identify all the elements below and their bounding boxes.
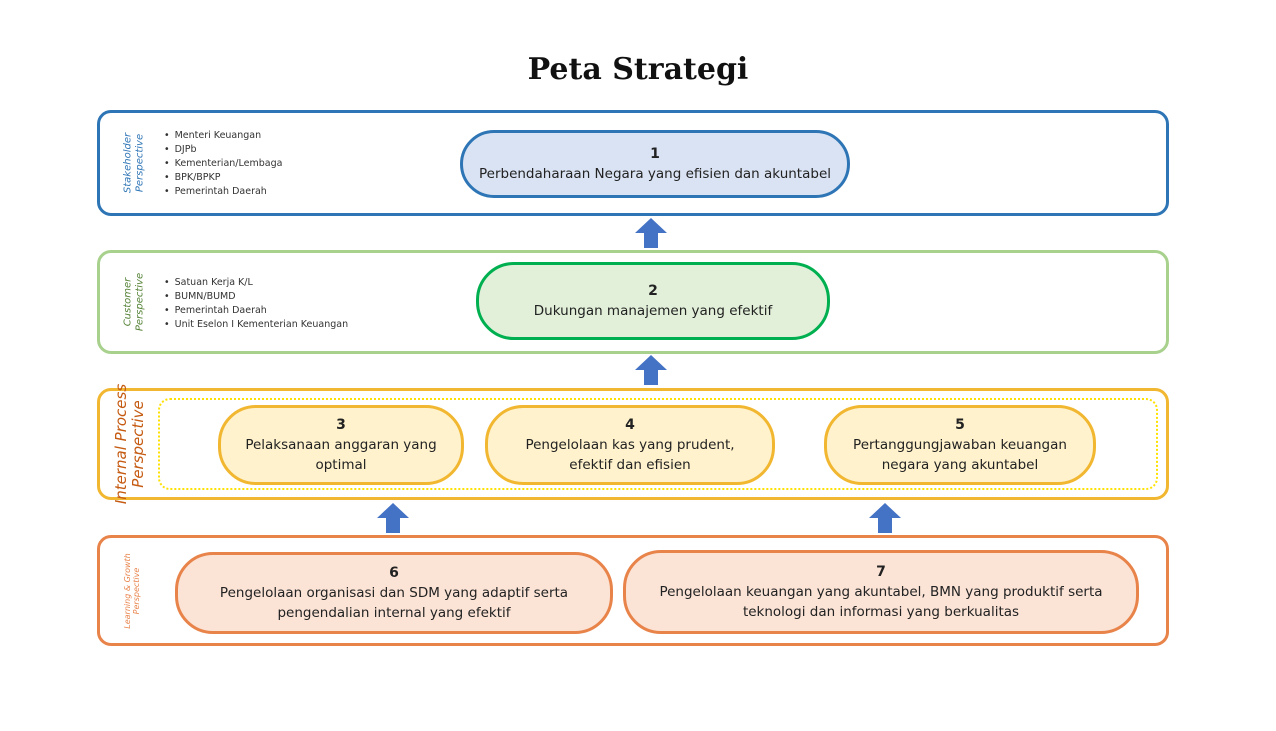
up-arrow-icon xyxy=(377,503,409,533)
learning-growth-perspective-band: Learning & Growth Perspective 6 Pengelol… xyxy=(97,535,1169,646)
label-line: Customer xyxy=(122,277,134,327)
objective-5: 5 Pertanggungjawaban keuangan negara yan… xyxy=(824,405,1096,485)
up-arrow-icon xyxy=(635,218,667,248)
objective-number: 3 xyxy=(336,417,346,433)
objective-number: 2 xyxy=(648,283,658,299)
objective-number: 5 xyxy=(955,417,965,433)
stakeholder-perspective-label: Stakeholder Perspective xyxy=(123,133,146,193)
internal-process-dotted-frame xyxy=(158,398,1158,490)
customer-list: Satuan Kerja K/L BUMN/BUMD Pemerintah Da… xyxy=(164,276,349,332)
up-arrow-icon xyxy=(635,355,667,385)
list-item: DJPb xyxy=(164,143,282,157)
learning-growth-perspective-label: Learning & Growth Perspective xyxy=(123,553,141,628)
list-item: Pemerintah Daerah xyxy=(164,304,348,318)
label-line: Learning & Growth xyxy=(122,552,132,629)
objective-6: 6 Pengelolaan organisasi dan SDM yang ad… xyxy=(175,552,613,634)
stakeholder-list: Menteri Keuangan DJPb Kementerian/Lembag… xyxy=(164,129,283,199)
list-item: Pemerintah Daerah xyxy=(164,185,282,199)
label-line: Perspective xyxy=(129,400,147,488)
objective-7: 7 Pengelolaan keuangan yang akuntabel, B… xyxy=(623,550,1139,634)
objective-4: 4 Pengelolaan kas yang prudent, efektif … xyxy=(485,405,775,485)
label-line: Stakeholder xyxy=(122,132,134,194)
objective-text: Pengelolaan keuangan yang akuntabel, BMN… xyxy=(659,584,1103,620)
objective-text: Pelaksanaan anggaran yang optimal xyxy=(245,437,437,473)
objective-number: 1 xyxy=(650,146,660,162)
list-item: Menteri Keuangan xyxy=(164,129,282,143)
label-line: Internal Process xyxy=(111,383,130,505)
up-arrow-icon xyxy=(869,503,901,533)
label-line: Perspective xyxy=(132,567,141,614)
objective-1: 1 Perbendaharaan Negara yang efisien dan… xyxy=(460,130,850,198)
internal-process-perspective-band: Internal Process Perspective 3 Pelaksana… xyxy=(97,384,1169,504)
objective-number: 7 xyxy=(876,564,886,580)
page-title: Peta Strategi xyxy=(527,52,749,87)
objective-text: Pertanggungjawaban keuangan negara yang … xyxy=(853,437,1067,473)
list-item: BUMN/BUMD xyxy=(164,290,348,304)
objective-number: 4 xyxy=(625,417,635,433)
customer-perspective-label: Customer Perspective xyxy=(123,273,146,331)
objective-text: Perbendaharaan Negara yang efisien dan a… xyxy=(478,166,831,182)
objective-2: 2 Dukungan manajemen yang efektif xyxy=(476,262,830,340)
objective-text: Pengelolaan kas yang prudent, efektif da… xyxy=(525,437,735,473)
list-item: BPK/BPKP xyxy=(164,171,282,185)
objective-text: Pengelolaan organisasi dan SDM yang adap… xyxy=(219,585,569,621)
stakeholder-perspective-band: Stakeholder Perspective Menteri Keuangan… xyxy=(97,110,1169,216)
objective-3: 3 Pelaksanaan anggaran yang optimal xyxy=(218,405,464,485)
list-item: Kementerian/Lembaga xyxy=(164,157,283,171)
list-item: Satuan Kerja K/L xyxy=(164,276,348,290)
label-line: Perspective xyxy=(134,272,145,332)
objective-number: 6 xyxy=(389,565,399,581)
internal-process-perspective-label: Internal Process Perspective xyxy=(111,383,148,505)
customer-perspective-band: Customer Perspective Satuan Kerja K/L BU… xyxy=(97,250,1169,354)
label-line: Perspective xyxy=(134,133,145,193)
list-item: Unit Eselon I Kementerian Keuangan xyxy=(164,318,349,332)
objective-text: Dukungan manajemen yang efektif xyxy=(533,303,773,319)
